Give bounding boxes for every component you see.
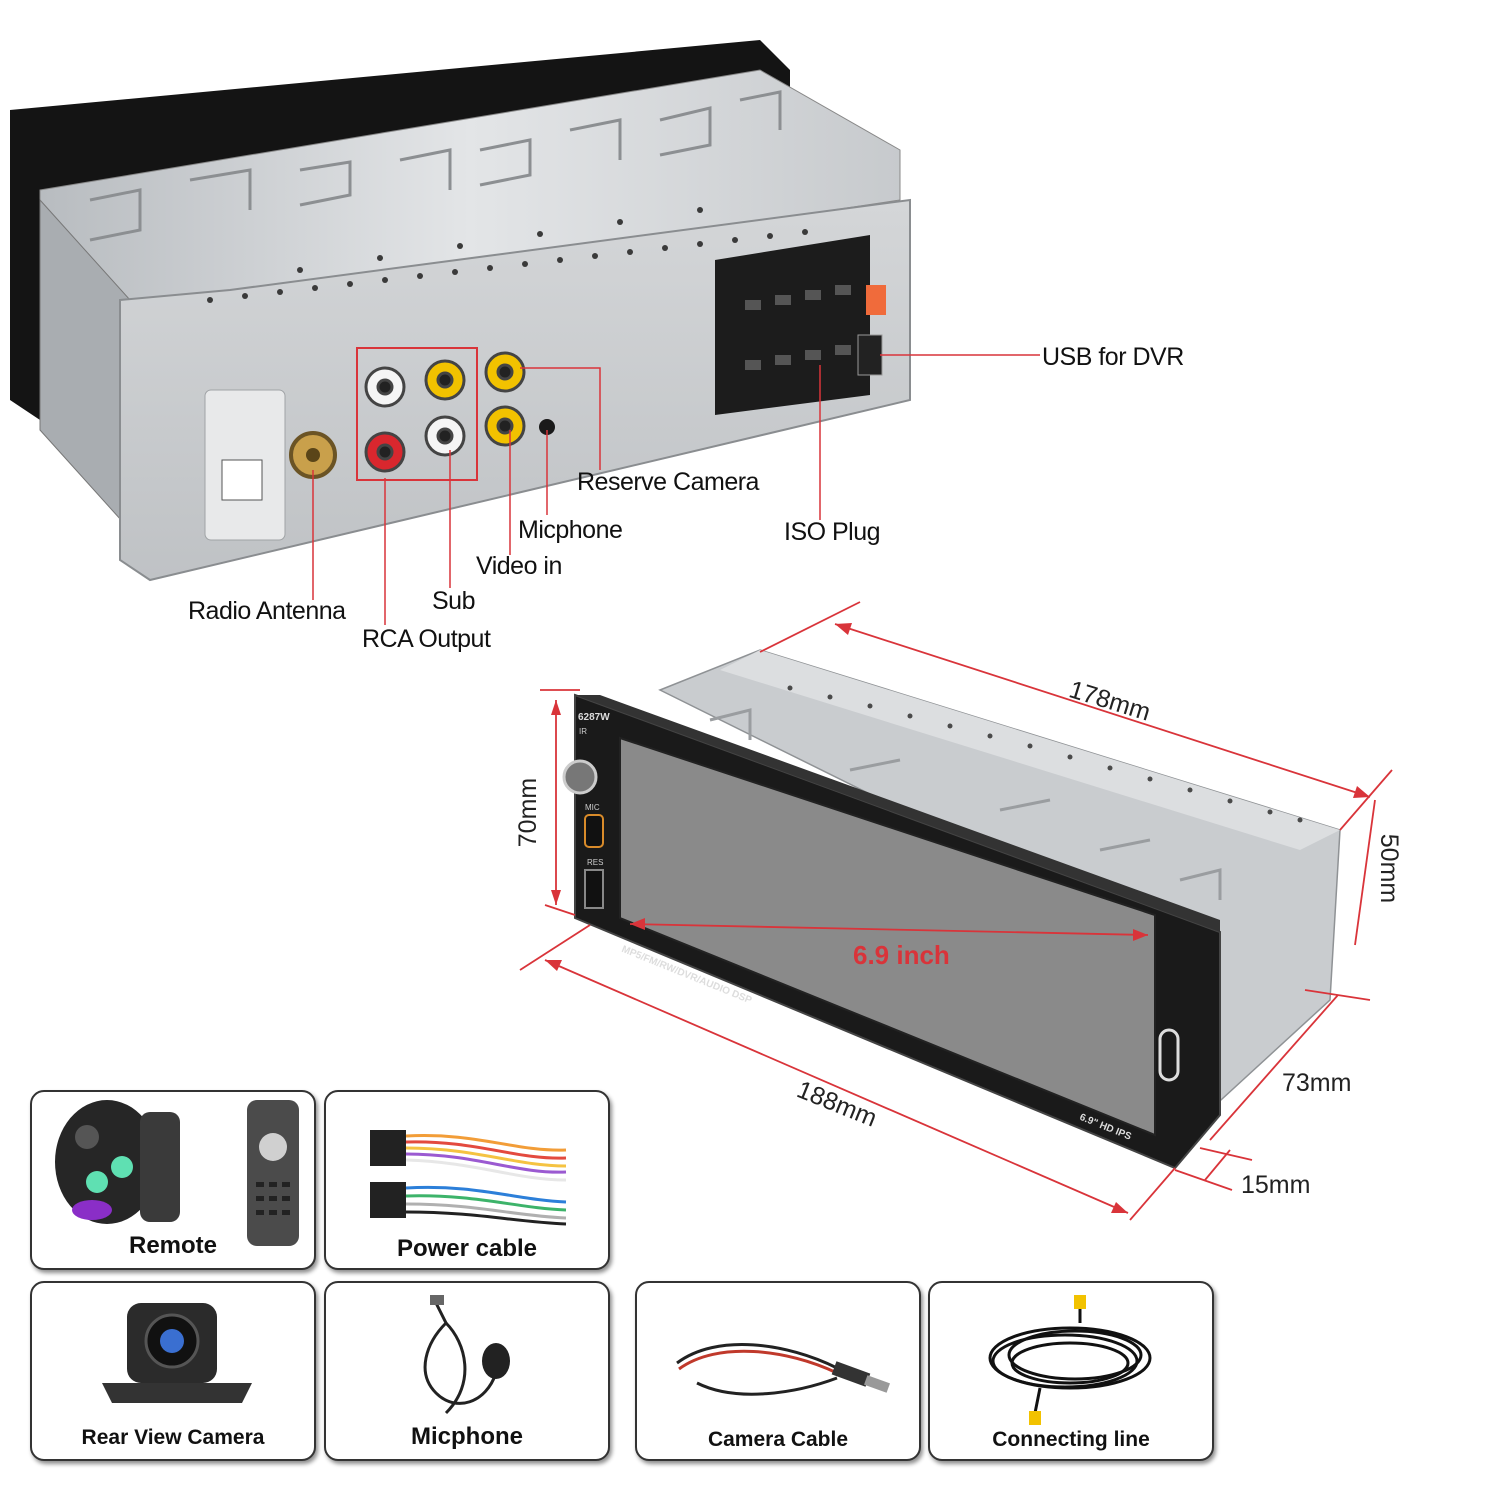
dimension-screen-diagonal: 6.9 inch: [853, 940, 950, 970]
power-cable-icon: [370, 1130, 567, 1226]
front-ir-label: IR: [579, 727, 587, 736]
label-rca-output: RCA Output: [362, 625, 491, 653]
front-view-illustration: [519, 601, 1393, 1221]
front-res-label: RES: [587, 858, 604, 867]
front-model-label: 6287W: [578, 712, 610, 723]
accessory-label: Rear View Camera: [81, 1426, 265, 1449]
remote-icon: [55, 1100, 299, 1246]
accessory-card-connecting-line: Connecting line: [928, 1281, 1214, 1461]
accessory-label: Camera Cable: [707, 1428, 849, 1451]
label-iso-plug: ISO Plug: [784, 518, 881, 546]
rear-camera-icon: [102, 1303, 252, 1403]
dimension-height-front: 70mm: [514, 777, 543, 848]
connecting-line-icon: [988, 1295, 1152, 1425]
label-usb-dvr: USB for DVR: [1042, 343, 1184, 371]
accessory-label: Micphone: [411, 1423, 523, 1450]
label-sub: Sub: [432, 587, 475, 615]
front-mic-label: MIC: [585, 803, 600, 812]
dimension-height-rear: 50mm: [1375, 833, 1404, 904]
rear-view-illustration: [10, 40, 1040, 625]
microphone-icon: [423, 1295, 510, 1415]
accessory-card-camera-cable: Camera Cable: [635, 1281, 921, 1461]
camera-cable-icon: [676, 1343, 890, 1396]
accessory-label: Power cable: [396, 1235, 538, 1262]
label-micphone-port: Micphone: [518, 516, 623, 544]
accessory-label: Connecting line: [992, 1428, 1150, 1451]
accessory-card-microphone: Micphone: [324, 1281, 610, 1461]
label-radio-antenna: Radio Antenna: [188, 597, 346, 625]
dimension-depth: 73mm: [1282, 1069, 1352, 1097]
accessory-card-remote: Remote: [30, 1090, 316, 1270]
accessory-card-rear-camera: Rear View Camera: [30, 1281, 316, 1461]
accessory-label: Remote: [128, 1232, 218, 1259]
dimension-panel-thickness: 15mm: [1241, 1171, 1311, 1199]
label-video-in: Video in: [476, 552, 562, 580]
accessory-card-power-cable: Power cable: [324, 1090, 610, 1270]
label-reserve-camera: Reserve Camera: [577, 468, 759, 496]
